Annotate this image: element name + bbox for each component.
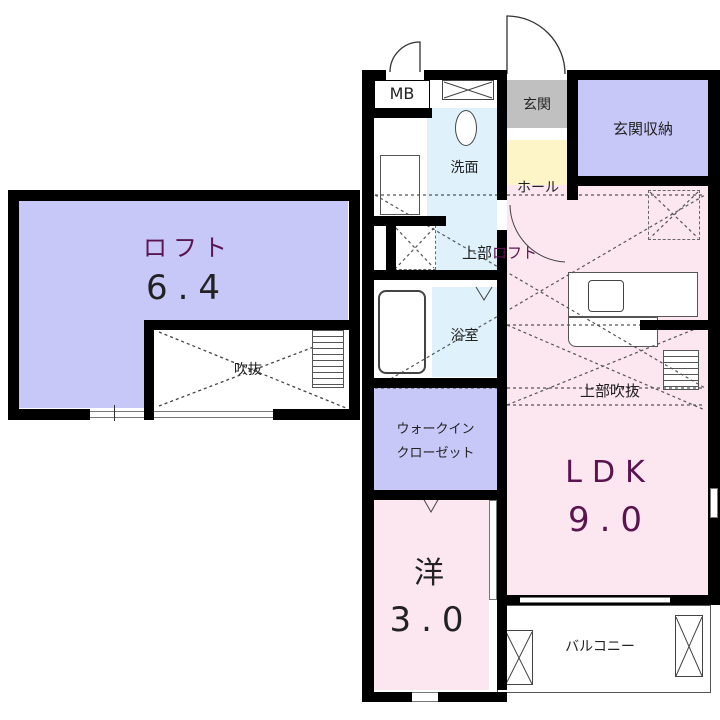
loft-plan: ロフト 6.4 吹抜 — [8, 190, 360, 421]
western-area: 3.0 — [389, 600, 474, 640]
window — [520, 597, 670, 603]
bathtub-icon — [378, 290, 426, 374]
ldk-area: 9.0 — [567, 500, 653, 540]
toilet-icon — [455, 110, 477, 146]
upper-void-label: 上部吹抜 — [579, 382, 640, 400]
window — [90, 411, 144, 418]
entrance-storage — [578, 80, 708, 176]
mb-label: MB — [389, 84, 415, 103]
ladder-icon — [312, 330, 344, 388]
upper-loft-label: 上部ロフト — [462, 244, 538, 262]
washroom-label: 洗面 — [450, 160, 479, 176]
hall-label: ホール — [517, 180, 559, 196]
entrance — [507, 80, 567, 128]
fridge-box — [648, 190, 700, 240]
stairs-icon — [663, 350, 699, 390]
entrance-label: 玄関 — [523, 97, 551, 113]
western-room — [373, 498, 489, 690]
bathroom — [432, 287, 497, 377]
washer-area — [380, 155, 420, 215]
sliding-door — [489, 500, 497, 600]
void-cross-icon — [158, 331, 347, 409]
sink-icon — [588, 280, 624, 312]
entrance-storage-label: 玄関収納 — [612, 120, 673, 138]
bathroom-label: 浴室 — [450, 328, 479, 344]
mb-door-icon — [389, 41, 421, 73]
closet-label-1: ウォークイン — [396, 422, 475, 437]
void-label: 吹抜 — [234, 362, 262, 378]
balcony-unit-right — [675, 615, 703, 677]
closet-label-2: クローゼット — [396, 446, 475, 461]
western-name: 洋 — [414, 556, 444, 591]
loft-area: 6.4 — [145, 268, 231, 308]
window — [412, 692, 438, 702]
mb-box — [374, 80, 430, 110]
window — [710, 488, 718, 518]
entrance-door-icon — [506, 15, 566, 75]
walkin-closet — [373, 388, 497, 490]
loft-title: ロフト — [143, 234, 233, 262]
balcony-label: バルコニー — [565, 639, 635, 655]
ldk-name: LDK — [565, 455, 655, 490]
